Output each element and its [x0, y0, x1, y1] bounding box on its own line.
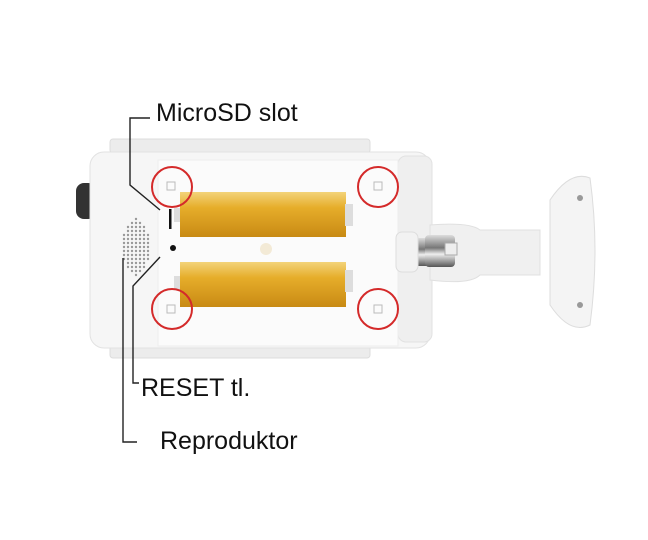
speaker-dot: [138, 221, 142, 225]
speaker-dot: [142, 265, 146, 269]
speaker-dot: [138, 245, 142, 249]
reset-button: [170, 245, 176, 251]
speaker-dot: [146, 233, 150, 237]
speaker-dot: [138, 229, 142, 233]
reset-leader: [132, 256, 161, 384]
speaker-dot: [122, 237, 126, 241]
mount-arm: [429, 223, 541, 283]
battery-top-terminal-right: [345, 204, 353, 226]
speaker-dot: [142, 237, 146, 241]
speaker-dot: [142, 233, 146, 237]
speaker-dot: [126, 225, 130, 229]
screw-highlights: [151, 166, 399, 330]
speaker-dot: [130, 221, 134, 225]
speaker-dot: [134, 229, 138, 233]
speaker-dot: [130, 257, 134, 261]
speaker-dot: [134, 245, 138, 249]
battery-top: [180, 192, 346, 237]
speaker-dot: [130, 253, 134, 257]
speaker-dot: [138, 233, 142, 237]
battery-panel: [157, 159, 399, 347]
speaker-grille: [122, 217, 150, 277]
leader-lines: [122, 117, 161, 443]
speaker-dot: [122, 233, 126, 237]
speaker-dot: [138, 237, 142, 241]
speaker-dot: [146, 253, 150, 257]
speaker-dot: [130, 245, 134, 249]
speaker-dot: [146, 245, 150, 249]
speaker-dot: [138, 265, 142, 269]
speaker-dot: [146, 257, 150, 261]
speaker-dot: [130, 269, 134, 273]
speaker-dot: [138, 269, 142, 273]
microsd-leader: [129, 117, 161, 211]
speaker-dot: [134, 265, 138, 269]
speaker-dot: [138, 257, 142, 261]
speaker-dot: [126, 233, 130, 237]
speaker-dot: [126, 249, 130, 253]
speaker-dot: [142, 253, 146, 257]
battery-top-terminal: [174, 208, 182, 222]
speaker-dot: [122, 245, 126, 249]
mount-base: [549, 175, 596, 328]
speaker-dot: [134, 233, 138, 237]
speaker-dot: [130, 249, 134, 253]
speaker-dot: [130, 241, 134, 245]
speaker-dot: [134, 225, 138, 229]
speaker-dot: [126, 245, 130, 249]
speaker-dot: [130, 225, 134, 229]
speaker-dot: [134, 217, 138, 221]
speaker-dot: [142, 225, 146, 229]
speaker-dot: [134, 221, 138, 225]
speaker-dot: [134, 269, 138, 273]
speaker-dot: [138, 225, 142, 229]
speaker-dot: [142, 257, 146, 261]
speaker-dot: [122, 249, 126, 253]
speaker-dot: [130, 233, 134, 237]
speaker-dot: [126, 253, 130, 257]
speaker-dot: [138, 241, 142, 245]
speaker-dot: [138, 261, 142, 265]
speaker-dot: [126, 237, 130, 241]
battery-bottom-terminal: [174, 276, 182, 290]
speaker-dot: [134, 273, 138, 277]
speaker-dot: [142, 229, 146, 233]
speaker-dot: [130, 229, 134, 233]
speaker-dot: [126, 257, 130, 261]
label-speaker: Reproduktor: [160, 427, 298, 455]
speaker-dot: [134, 241, 138, 245]
speaker-dot: [138, 249, 142, 253]
speaker-dot: [134, 253, 138, 257]
speaker-dot: [122, 241, 126, 245]
speaker-dot: [126, 229, 130, 233]
speaker-dot: [146, 249, 150, 253]
battery-bottom-terminal-right: [345, 270, 353, 292]
led: [260, 243, 272, 255]
speaker-dot: [142, 241, 146, 245]
speaker-dot: [130, 261, 134, 265]
speaker-dot: [134, 257, 138, 261]
label-reset-button: RESET tl.: [141, 374, 251, 402]
battery-bottom: [180, 262, 346, 307]
top-cap: [109, 138, 371, 154]
speaker-dot: [130, 237, 134, 241]
speaker-dot: [126, 261, 130, 265]
speaker-dot: [146, 237, 150, 241]
label-microsd-slot: MicroSD slot: [156, 99, 298, 127]
speaker-dot: [134, 237, 138, 241]
speaker-dot: [130, 265, 134, 269]
speaker-dot: [138, 253, 142, 257]
speaker-leader: [122, 258, 137, 443]
speaker-dot: [122, 253, 126, 257]
speaker-dot: [134, 249, 138, 253]
speaker-dot: [134, 261, 138, 265]
speaker-dot: [142, 249, 146, 253]
microsd-slot: [169, 209, 172, 229]
speaker-dot: [142, 245, 146, 249]
speaker-dot: [146, 241, 150, 245]
speaker-dot: [126, 241, 130, 245]
speaker-dot: [126, 265, 130, 269]
speaker-dot: [142, 261, 146, 265]
